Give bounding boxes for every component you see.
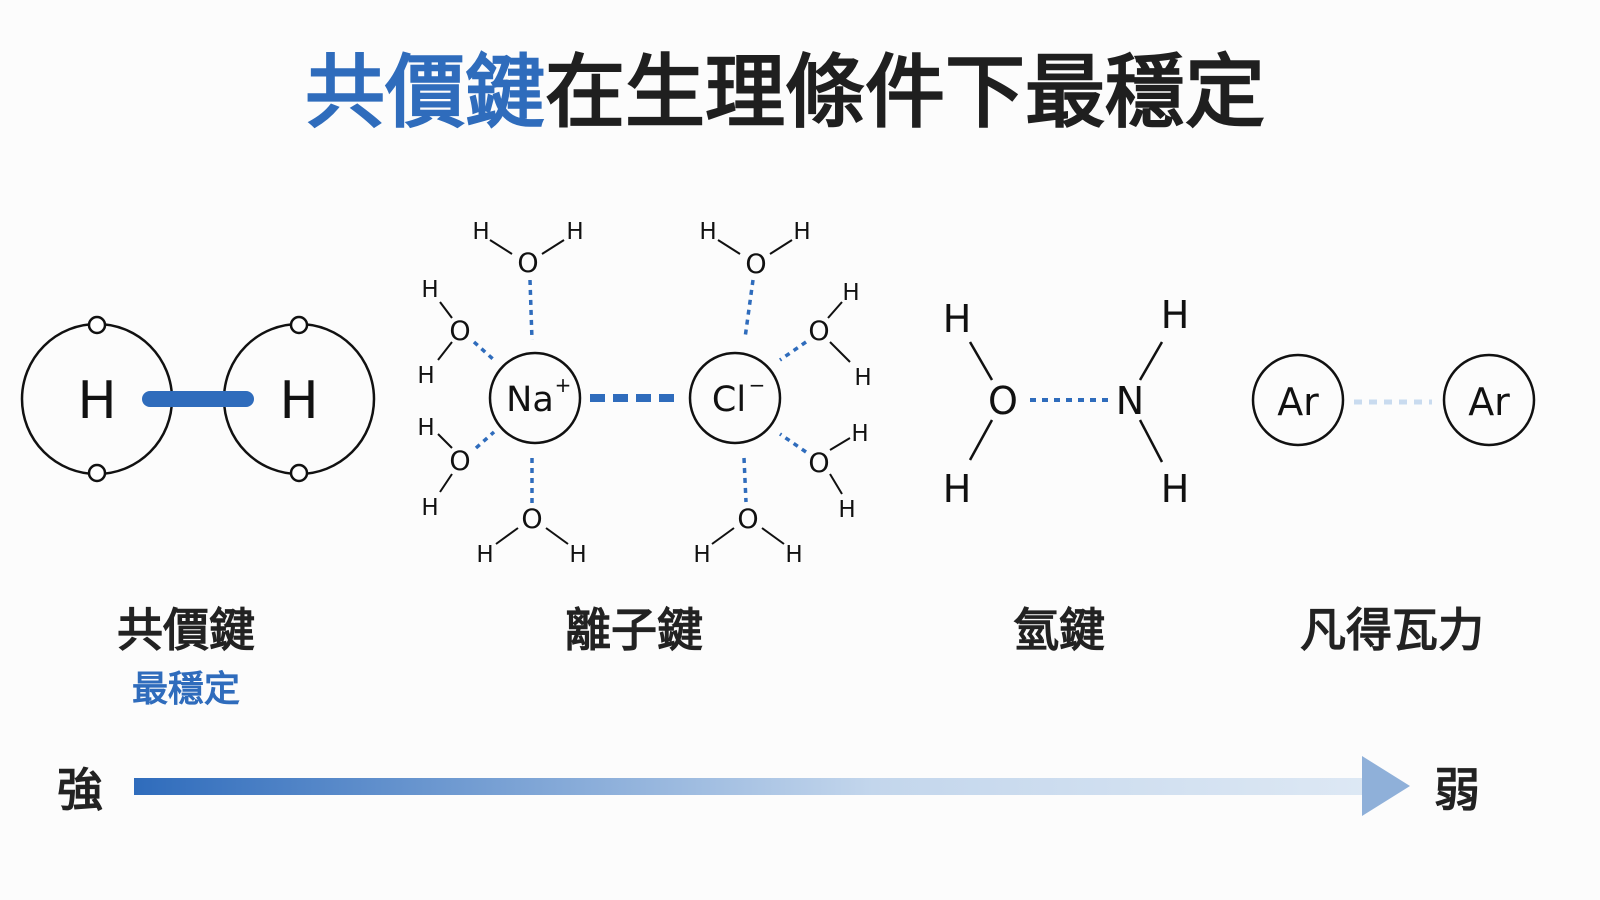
- svg-text:O: O: [449, 446, 470, 477]
- electron-dot: [87, 463, 107, 483]
- hydrogen-bond-label: 氫鍵: [1013, 603, 1105, 657]
- water-molecule: O H H: [693, 457, 803, 568]
- atom-label: Ar: [1277, 380, 1319, 424]
- svg-text:H: H: [842, 280, 859, 306]
- cation-label: Na: [506, 380, 554, 420]
- ar-atom-right: [1442, 353, 1536, 447]
- electron-dot: [289, 463, 309, 483]
- svg-text:O: O: [737, 504, 758, 535]
- water-molecule: O H H: [699, 219, 811, 339]
- ion-dipole-interaction: [528, 279, 534, 341]
- svg-text:O: O: [449, 316, 470, 347]
- na-ion-circle: [488, 351, 582, 445]
- svg-text:H: H: [793, 219, 810, 245]
- atom-label: Ar: [1468, 380, 1510, 424]
- strong-label: 強: [57, 763, 103, 817]
- covalent-label: 共價鍵: [117, 603, 255, 657]
- ar-atom-left: [1251, 353, 1345, 447]
- cl-ion-circle: [688, 351, 782, 445]
- svg-text:H: H: [854, 365, 871, 391]
- atom-label: H: [1161, 467, 1190, 511]
- title-rest: 在生理條件下最穩定: [545, 46, 1265, 139]
- svg-text:H: H: [476, 542, 493, 568]
- covalent-diagram: H H: [20, 315, 376, 483]
- atom-label: H: [943, 467, 972, 511]
- water-molecule: O H H: [779, 280, 872, 391]
- hydrogen-bond-diagram: O N H H H H: [943, 293, 1190, 511]
- anion-charge: −: [749, 373, 766, 397]
- electron-dot: [87, 315, 107, 335]
- atom-label: H: [1161, 293, 1190, 337]
- svg-text:H: H: [417, 415, 434, 441]
- page-title: 共價鍵在生理條件下最穩定: [305, 46, 1265, 139]
- svg-text:O: O: [808, 316, 829, 347]
- water-molecule: O H H: [417, 277, 496, 389]
- weak-label: 弱: [1434, 763, 1480, 817]
- anion-label: Cl: [712, 380, 746, 420]
- electron-dot: [289, 315, 309, 335]
- svg-text:H: H: [417, 363, 434, 389]
- vdw-label: 凡得瓦力: [1300, 603, 1484, 657]
- svg-text:H: H: [785, 542, 802, 568]
- ionic-diagram: Na + Cl − O H H O H H O H H: [417, 219, 871, 568]
- water-molecule: O H H: [472, 219, 584, 341]
- vdw-diagram: Ar Ar: [1251, 353, 1536, 447]
- water-molecule: O H H: [476, 458, 587, 568]
- strength-axis: 強 弱: [57, 756, 1480, 817]
- cation-charge: +: [555, 373, 572, 397]
- water-molecule: O H H: [417, 415, 496, 521]
- svg-text:H: H: [421, 495, 438, 521]
- svg-text:O: O: [521, 504, 542, 535]
- svg-text:H: H: [472, 219, 489, 245]
- atom-label: O: [988, 379, 1018, 423]
- svg-text:O: O: [745, 249, 766, 280]
- svg-text:O: O: [808, 448, 829, 479]
- svg-text:H: H: [421, 277, 438, 303]
- svg-text:H: H: [693, 542, 710, 568]
- svg-text:O: O: [517, 248, 538, 279]
- svg-text:H: H: [569, 542, 586, 568]
- water-molecule: O H H: [779, 421, 869, 523]
- ionic-label: 離子鍵: [565, 603, 703, 657]
- atom-label: H: [279, 371, 318, 431]
- strength-arrow-shaft: [134, 778, 1366, 795]
- svg-text:H: H: [566, 219, 583, 245]
- title-highlight: 共價鍵: [305, 46, 545, 139]
- svg-text:H: H: [699, 219, 716, 245]
- strength-arrow-head: [1362, 756, 1410, 816]
- atom-label: H: [943, 297, 972, 341]
- atom-label: H: [77, 371, 116, 431]
- svg-text:H: H: [851, 421, 868, 447]
- covalent-sublabel: 最穩定: [132, 669, 240, 710]
- atom-label: N: [1116, 379, 1144, 423]
- svg-text:H: H: [838, 497, 855, 523]
